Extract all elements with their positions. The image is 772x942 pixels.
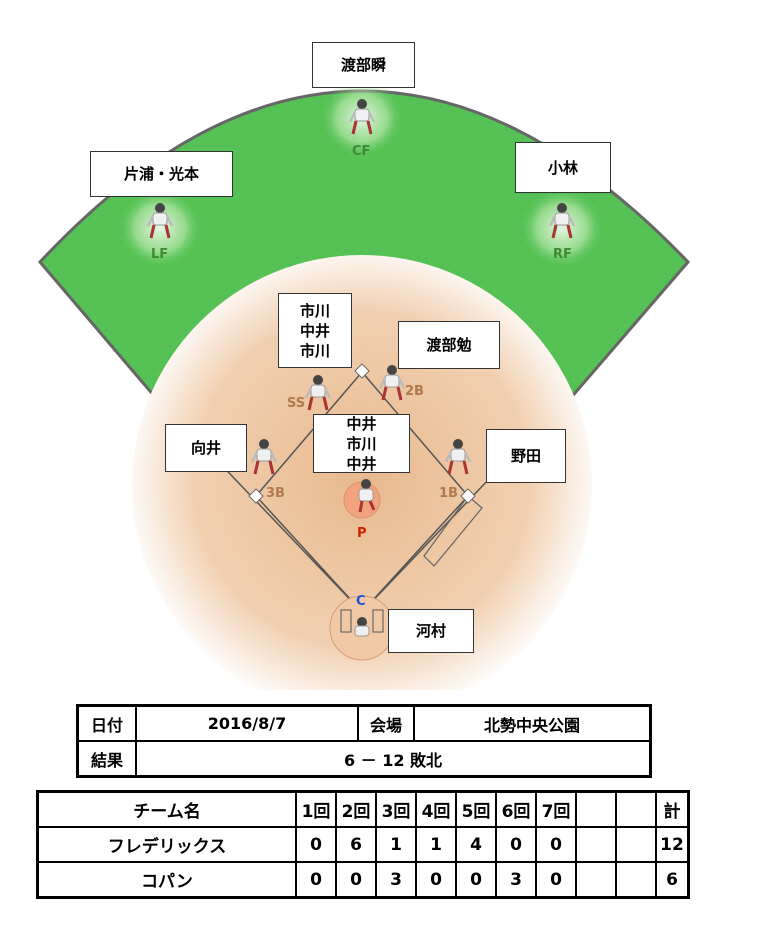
ss-position-label: SS: [287, 396, 306, 411]
lf-position-label: LF: [151, 247, 169, 262]
inning-score: 6: [335, 826, 377, 863]
header-total: 計: [655, 790, 690, 828]
inning-score: 0: [295, 826, 337, 863]
game-info-table: 日付 2016/8/7 会場 北勢中央公園 結果 6 － 12 敗北: [76, 704, 652, 778]
catcher-position-label: C: [356, 594, 366, 609]
inning-score: 0: [535, 861, 577, 899]
inning-score: 4: [455, 826, 497, 863]
cf-player-name: 渡部瞬: [312, 42, 415, 88]
ss-player-name: 市川 中井 市川: [278, 293, 352, 368]
first-player-figure: [444, 439, 472, 475]
rf-player-figure: [548, 203, 576, 239]
pitcher-position-label: P: [357, 526, 367, 541]
inning-score: 1: [375, 826, 417, 863]
header-inning-4: 4回: [415, 790, 457, 828]
third-player-figure: [250, 439, 278, 475]
header-inning-7: 7回: [535, 790, 577, 828]
batters-box-right: [372, 609, 384, 633]
date-label: 日付: [76, 704, 137, 742]
game-info-row-result: 結果 6 － 12 敗北: [76, 740, 652, 778]
inning-score: 0: [455, 861, 497, 899]
header-inning-8: [575, 790, 617, 828]
team-name: フレデリックス: [36, 826, 297, 863]
catcher-player-figure: [354, 617, 370, 637]
inning-score: 0: [335, 861, 377, 899]
running-lane: [423, 495, 483, 567]
cf-player-figure: [348, 99, 376, 135]
result-label: 結果: [76, 740, 137, 778]
ss-player-figure: [304, 375, 332, 411]
first-base: [460, 488, 476, 504]
inning-score: 1: [415, 826, 457, 863]
inning-score: [615, 826, 657, 863]
scoreboard-row-away: コパン 0 0 3 0 0 3 0 6: [36, 861, 690, 899]
inning-score: [615, 861, 657, 899]
inning-score: [575, 826, 617, 863]
lf-glow: [118, 188, 202, 268]
rf-position-label: RF: [553, 247, 572, 262]
cf-position-label: CF: [352, 144, 371, 159]
total-score: 12: [655, 826, 690, 863]
header-inning-2: 2回: [335, 790, 377, 828]
inning-score: 0: [495, 826, 537, 863]
venue-label: 会場: [357, 704, 415, 742]
inning-score: 0: [415, 861, 457, 899]
second-player-figure: [378, 365, 406, 401]
result-value: 6 － 12 敗北: [135, 740, 652, 778]
third-player-name: 向井: [165, 424, 247, 472]
second-base: [354, 363, 370, 379]
header-inning-1: 1回: [295, 790, 337, 828]
rf-player-name: 小林: [515, 142, 611, 193]
header-inning-3: 3回: [375, 790, 417, 828]
venue-value: 北勢中央公園: [413, 704, 652, 742]
pitcher-player-name: 中井 市川 中井: [313, 414, 410, 473]
second-player-name: 渡部勉: [398, 321, 500, 369]
scoreboard-table: チーム名 1回 2回 3回 4回 5回 6回 7回 計 フレデリックス 0 6 …: [36, 790, 690, 899]
team-name: コパン: [36, 861, 297, 899]
third-base: [248, 488, 264, 504]
rf-glow: [520, 188, 604, 268]
first-position-label: 1B: [439, 486, 458, 501]
inning-score: 3: [495, 861, 537, 899]
batters-box-left: [340, 609, 352, 633]
inning-score: 3: [375, 861, 417, 899]
baseball-field: [37, 78, 691, 690]
pitcher-player-figure: [358, 479, 376, 513]
date-value: 2016/8/7: [135, 704, 359, 742]
game-info-row-date: 日付 2016/8/7 会場 北勢中央公園: [76, 704, 652, 742]
inning-score: [575, 861, 617, 899]
lf-player-name: 片浦・光本: [90, 151, 233, 197]
catcher-player-name: 河村: [388, 609, 474, 653]
inning-score: 0: [535, 826, 577, 863]
second-position-label: 2B: [405, 384, 424, 399]
lf-player-figure: [146, 203, 174, 239]
header-inning-5: 5回: [455, 790, 497, 828]
header-inning-9: [615, 790, 657, 828]
total-score: 6: [655, 861, 690, 899]
inning-score: 0: [295, 861, 337, 899]
third-position-label: 3B: [266, 486, 285, 501]
header-inning-6: 6回: [495, 790, 537, 828]
header-team: チーム名: [36, 790, 297, 828]
scoreboard-row-home: フレデリックス 0 6 1 1 4 0 0 12: [36, 826, 690, 863]
scoreboard-header-row: チーム名 1回 2回 3回 4回 5回 6回 7回 計: [36, 790, 690, 828]
first-player-name: 野田: [486, 429, 566, 483]
